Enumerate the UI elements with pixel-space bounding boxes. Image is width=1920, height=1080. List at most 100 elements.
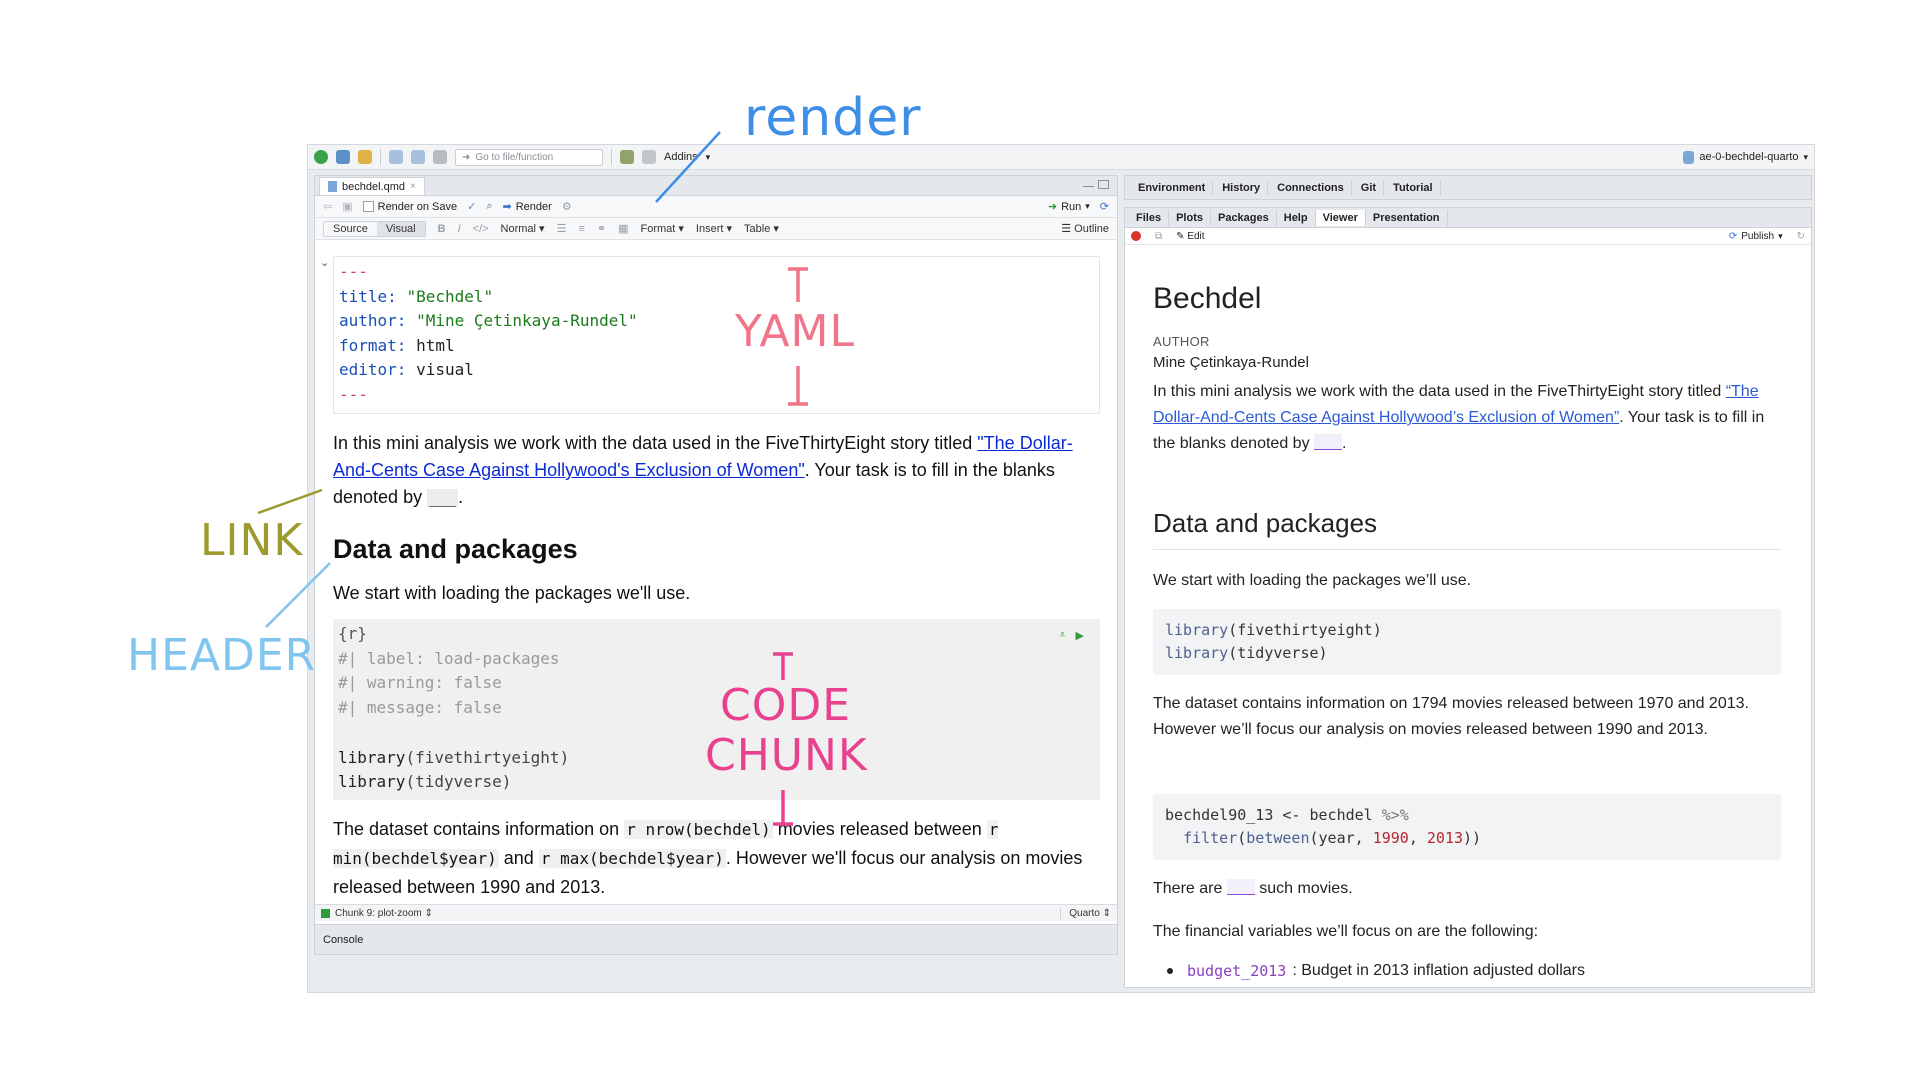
- doc-story-link[interactable]: “The Dollar-And-Cents Case Against Holly…: [1153, 383, 1759, 426]
- print-icon[interactable]: [433, 150, 447, 164]
- rerun-icon[interactable]: ⟳: [1099, 201, 1109, 213]
- editor-mode-switch: Source Visual: [323, 220, 426, 237]
- render-on-save-toggle[interactable]: Render on Save: [362, 201, 457, 213]
- run-previous-chunks-icon[interactable]: ⩡: [1059, 629, 1066, 641]
- minimize-icon[interactable]: [1083, 186, 1094, 189]
- code-icon[interactable]: </>: [472, 222, 489, 235]
- tab-history[interactable]: History: [1215, 179, 1269, 196]
- render-button[interactable]: ➡ Render: [503, 200, 552, 214]
- gear-icon[interactable]: ⚙: [561, 201, 572, 213]
- tab-packages[interactable]: Packages: [1211, 209, 1277, 226]
- mode-source-button[interactable]: Source: [333, 222, 368, 235]
- source-tabbar: bechdel.qmd ×: [315, 176, 1117, 196]
- dataset-text: . However we'll focus our analysis on mo…: [333, 848, 1083, 897]
- close-icon[interactable]: ×: [410, 181, 416, 192]
- go-to-file-input[interactable]: ➜ Go to file/function: [455, 148, 603, 166]
- addins-menu[interactable]: Addins: [664, 151, 698, 163]
- source-statusbar: Chunk 9: plot-zoom ⇕ Quarto ⇕: [315, 904, 1117, 921]
- console-bar[interactable]: Console: [315, 924, 1117, 954]
- tab-plots[interactable]: Plots: [1169, 209, 1211, 226]
- tab-bechdel-qmd[interactable]: bechdel.qmd ×: [319, 177, 425, 195]
- render-label: Render: [515, 200, 552, 213]
- search-icon[interactable]: ⌕: [486, 200, 493, 212]
- open-folder-icon[interactable]: [358, 150, 372, 164]
- table-menu[interactable]: Table ▾: [744, 223, 779, 235]
- tab-environment[interactable]: Environment: [1131, 179, 1214, 196]
- code-arg: (tidyverse): [1228, 644, 1328, 662]
- yaml-author-key: author:: [339, 311, 407, 330]
- chunk-navigator[interactable]: Chunk 9: plot-zoom ⇕: [335, 907, 433, 919]
- outline-button[interactable]: ☰ Outline: [1061, 223, 1109, 235]
- project-menu[interactable]: ae-0-bechdel-quarto ▾: [1683, 150, 1808, 164]
- chevron-down-icon: ▾: [1085, 201, 1090, 211]
- bold-icon[interactable]: B: [437, 222, 446, 235]
- save-icon[interactable]: ▣: [342, 201, 353, 213]
- tab-files[interactable]: Files: [1129, 209, 1170, 226]
- render-on-save-checkbox[interactable]: [362, 201, 374, 213]
- annotation-chunk: CHUNK: [705, 730, 868, 781]
- code-fn: library: [338, 747, 406, 767]
- save-all-icon[interactable]: [411, 150, 425, 164]
- visual-editor[interactable]: ⌄ --- title: "Bechdel" author: "Mine Çet…: [315, 242, 1117, 904]
- spellcheck-icon[interactable]: ✓: [467, 201, 477, 213]
- bullet-list-icon[interactable]: ☰: [556, 223, 567, 235]
- doc-blank: [1226, 879, 1255, 895]
- viewer-pane: Files Plots Packages Help Viewer Present…: [1124, 207, 1812, 988]
- code-chunk[interactable]: {r} #| label: load-packages #| warning: …: [333, 619, 1100, 800]
- new-project-icon[interactable]: [336, 150, 350, 164]
- code-text: )): [1463, 829, 1482, 847]
- italic-icon[interactable]: I: [457, 222, 461, 235]
- git-icon[interactable]: [620, 150, 634, 164]
- doc-code-block: library(fivethirtyeight) library(tidyver…: [1153, 609, 1781, 675]
- doc-packages-text: We start with loading the packages we’ll…: [1153, 572, 1472, 589]
- language-select[interactable]: Quarto ⇕: [1060, 907, 1111, 919]
- tab-connections[interactable]: Connections: [1270, 179, 1352, 196]
- chunk-header: {r}: [338, 624, 367, 643]
- run-chunk-icon[interactable]: ▶: [1075, 630, 1084, 642]
- run-label: Run: [1061, 200, 1082, 213]
- save-icon[interactable]: [389, 150, 403, 164]
- fold-chevron-icon[interactable]: ⌄: [320, 257, 330, 269]
- open-in-browser-icon[interactable]: ⧉: [1155, 230, 1163, 242]
- table-menu-label: Table: [744, 223, 771, 235]
- format-menu[interactable]: Format ▾: [640, 223, 684, 235]
- yaml-header[interactable]: --- title: "Bechdel" author: "Mine Çetin…: [333, 256, 1100, 414]
- stop-icon[interactable]: [1131, 231, 1141, 241]
- main-toolbar: ➜ Go to file/function Addins ▾ ae-0-bech…: [308, 145, 1814, 170]
- doc-blank: [1314, 434, 1343, 450]
- annotation-header: HEADER: [127, 630, 317, 681]
- chevron-down-icon: ▾: [1778, 230, 1783, 241]
- code-arg: (tidyverse): [405, 772, 512, 792]
- edit-button[interactable]: ✎ Edit: [1176, 230, 1205, 242]
- code-text: (year,: [1309, 829, 1373, 847]
- image-icon[interactable]: ▦: [618, 223, 629, 235]
- story-link[interactable]: "The Dollar-And-Cents Case Against Holly…: [333, 433, 1073, 480]
- tab-git[interactable]: Git: [1354, 179, 1385, 196]
- tab-label: bechdel.qmd: [342, 180, 405, 193]
- intro-text: In this mini analysis we work with the d…: [333, 433, 978, 453]
- refresh-icon[interactable]: ↻: [1796, 230, 1805, 242]
- insert-menu[interactable]: Insert ▾: [695, 223, 733, 235]
- numbered-list-icon[interactable]: ≡: [578, 222, 585, 235]
- inline-code: r max(bechdel$year): [538, 849, 726, 868]
- tab-help[interactable]: Help: [1277, 209, 1316, 226]
- language-label: Quarto: [1069, 907, 1100, 919]
- new-file-icon[interactable]: [314, 150, 328, 164]
- tab-viewer[interactable]: Viewer: [1315, 209, 1366, 226]
- maximize-icon[interactable]: [1098, 180, 1109, 189]
- style-select[interactable]: Normal ▾: [500, 223, 545, 235]
- chunk-controls: ⩡ ▶: [1059, 629, 1084, 642]
- grid-icon[interactable]: [642, 150, 656, 164]
- publish-button[interactable]: ⟳ Publish ▾: [1729, 231, 1783, 242]
- run-button[interactable]: ➜ Run ▾: [1048, 200, 1090, 214]
- annotation-code: CODE: [720, 680, 852, 731]
- code-number: 1990: [1372, 829, 1409, 847]
- dataset-paragraph: The dataset contains information on r nr…: [333, 815, 1103, 902]
- link-icon[interactable]: ⚭: [596, 223, 607, 235]
- back-icon[interactable]: ⇦: [323, 201, 333, 213]
- tab-presentation[interactable]: Presentation: [1366, 209, 1448, 226]
- yaml-format-value: html: [416, 335, 455, 355]
- dataset-text: The dataset contains information on: [333, 819, 625, 839]
- mode-visual-button[interactable]: Visual: [376, 221, 425, 236]
- tab-tutorial[interactable]: Tutorial: [1386, 179, 1441, 196]
